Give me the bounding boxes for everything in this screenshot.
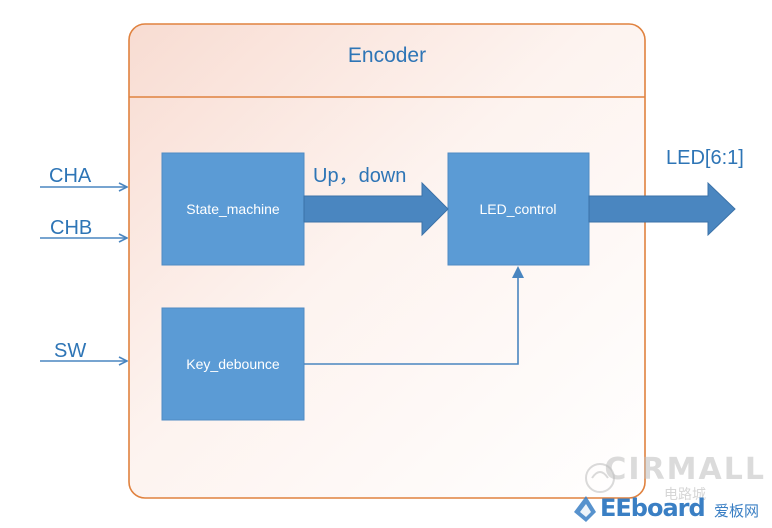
- up-down-arrow: Up，down: [303, 165, 449, 237]
- watermark-eeboard-cn: 爱板网: [714, 502, 760, 520]
- input-cha: CHA: [40, 165, 127, 187]
- input-chb-label: CHB: [50, 217, 92, 239]
- up-down-label: Up，down: [313, 165, 406, 187]
- state-machine-block: State_machine: [161, 152, 305, 266]
- input-sw: SW: [40, 340, 127, 362]
- key-debounce-block: Key_debounce: [161, 307, 305, 421]
- input-sw-label: SW: [54, 340, 86, 362]
- led-control-label: LED_control: [479, 201, 556, 217]
- led-output-label: LED[6:1]: [666, 147, 744, 169]
- watermark-cirmall: CIRMALL: [604, 452, 766, 487]
- led-output-arrow: LED[6:1]: [588, 147, 744, 237]
- debounce-to-control-line: [304, 272, 519, 365]
- input-chb: CHB: [40, 217, 127, 239]
- module-title: Encoder: [348, 44, 426, 67]
- watermark-cirmall-sub: 电路城: [664, 487, 706, 503]
- led-control-block: LED_control: [447, 152, 590, 266]
- eeboard-logo-icon: [574, 496, 596, 522]
- debounce-to-control-arrowhead: [512, 266, 524, 278]
- key-debounce-label: Key_debounce: [186, 356, 280, 372]
- watermark-eeboard: EEboard: [600, 494, 706, 522]
- input-cha-label: CHA: [49, 165, 92, 187]
- cirmall-logo-icon: [585, 463, 615, 493]
- state-machine-label: State_machine: [186, 201, 280, 217]
